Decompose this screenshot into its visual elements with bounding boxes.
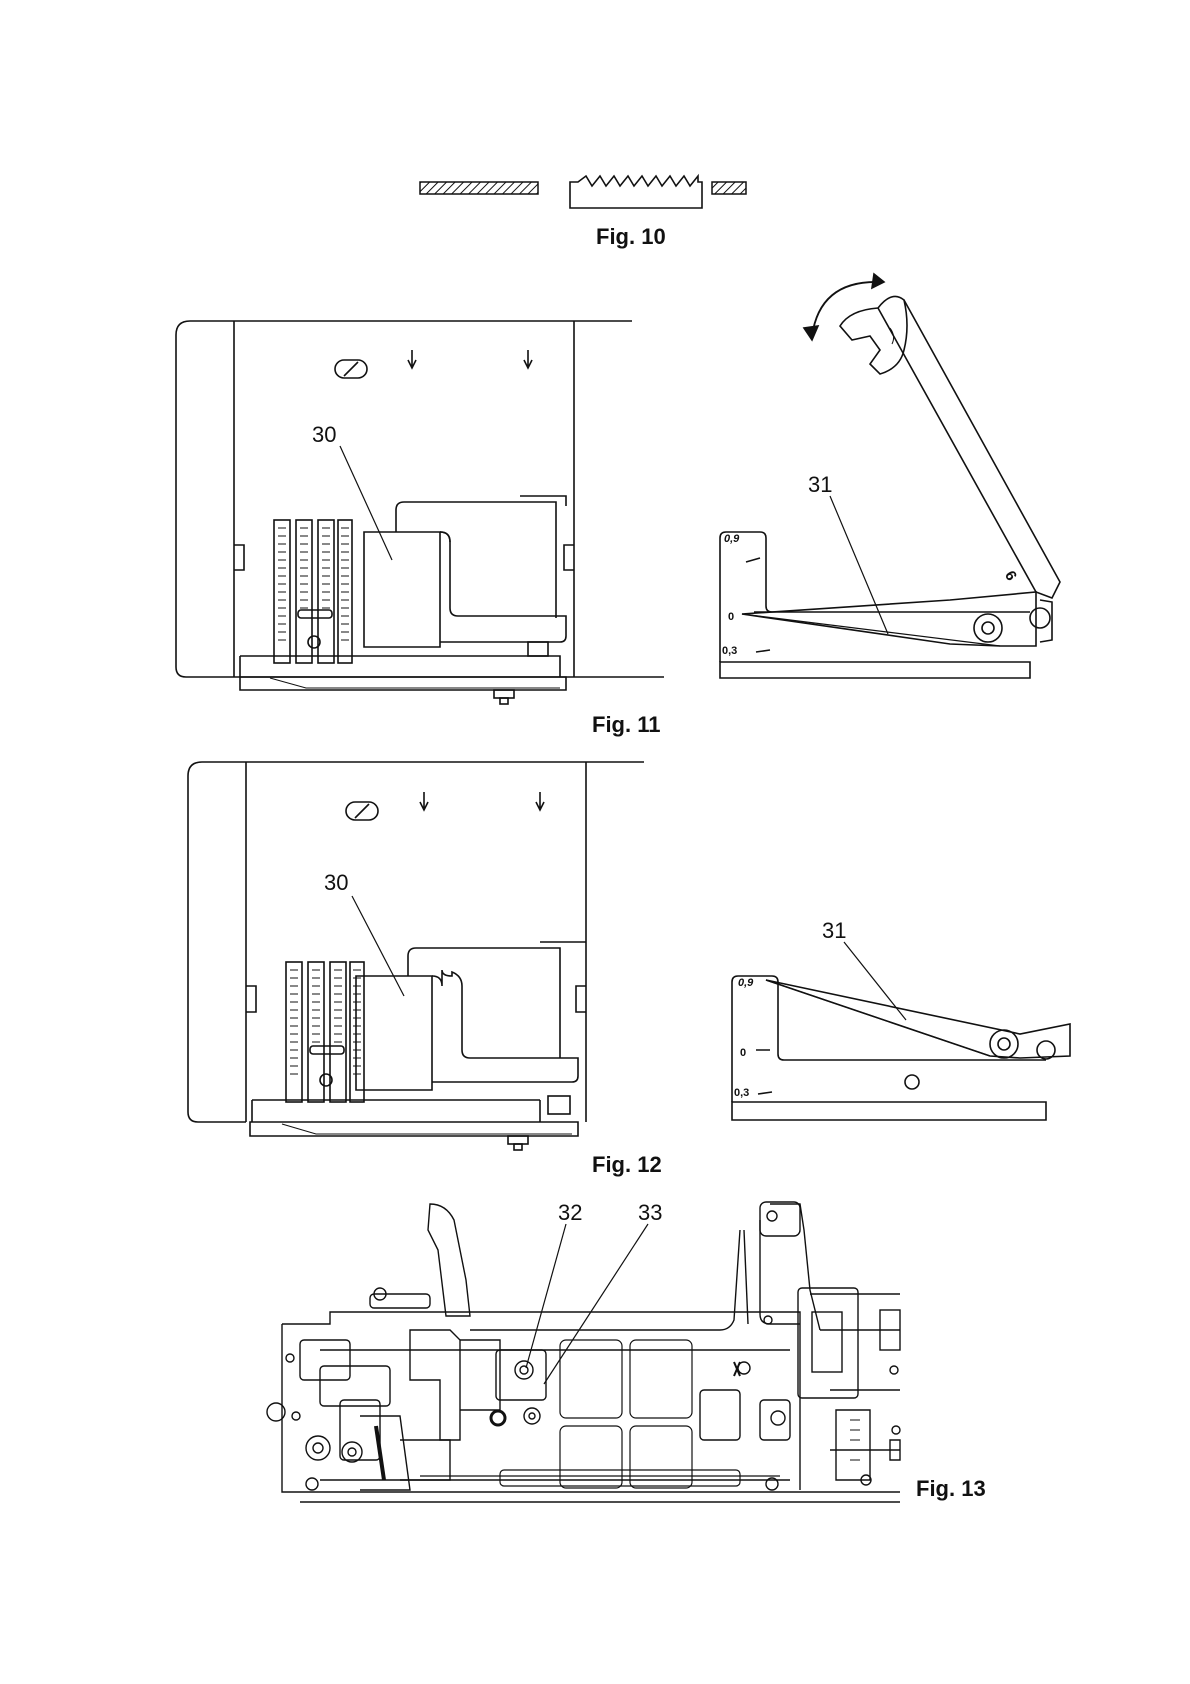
fig10-drawing: [0, 0, 1190, 260]
fig11-leader-30: [340, 446, 392, 560]
fig11-scale-09: 0,9: [724, 533, 740, 545]
fig13-caption: Fig. 13: [916, 1476, 986, 1502]
fig12-base-plate: [250, 1096, 578, 1150]
fig11-machine-housing: [176, 321, 664, 677]
fig12-leader-31: [844, 942, 906, 1020]
fig11-feed-dog-assembly: [274, 520, 352, 663]
fig12-drawing: 30 31 0,9 0 0,3: [0, 750, 1190, 1170]
fig12-caption: Fig. 12: [592, 1152, 662, 1178]
fig11-scale-0: 0: [728, 611, 734, 623]
fig11-gauge-block: [364, 502, 566, 647]
fig11-leader-31: [830, 496, 888, 634]
fig11-arrow-2: [524, 350, 532, 368]
fig10-feed-dog: [570, 176, 702, 208]
fig13-right-mechanism: [700, 1316, 790, 1490]
fig13-left-mechanism: [267, 1204, 470, 1490]
fig10-throat-plate-left: [420, 182, 538, 194]
fig11-scale-03: 0,3: [722, 645, 737, 657]
fig11-wrench: [840, 296, 1060, 598]
fig12-gauge-block: [356, 948, 578, 1090]
fig11-gauge-31: [720, 532, 1052, 678]
fig13-panels: [420, 1340, 780, 1488]
fig12-scale-03: 0,3: [734, 1087, 749, 1099]
fig13-drawing: 32 33: [0, 1190, 1190, 1520]
fig10-caption: Fig. 10: [596, 224, 666, 250]
fig12-callout-31: 31: [822, 918, 846, 943]
fig12-feed-dog-assembly: [286, 962, 364, 1102]
fig12-arrow-2: [536, 792, 544, 810]
fig11-callout-30: 30: [312, 422, 336, 447]
fig12-gauge-31: [732, 976, 1070, 1120]
fig11-caption: Fig. 11: [592, 712, 660, 738]
fig11-wrench-size: 6: [1001, 568, 1020, 584]
fig11-drawing: 30 31 0,9 0 0,3 6: [0, 270, 1190, 720]
fig12-scale-0: 0: [740, 1047, 746, 1059]
fig13-callout-33: 33: [638, 1200, 662, 1225]
fig11-base-plate: [240, 642, 566, 704]
fig13-machine-frame: [282, 1202, 900, 1502]
fig10-throat-plate-right: [712, 182, 746, 194]
fig12-arrow-1: [420, 792, 428, 810]
fig13-center-mechanism: [410, 1230, 748, 1440]
fig12-scale-09: 0,9: [738, 977, 754, 989]
fig12-callout-30: 30: [324, 870, 348, 895]
fig11-arrow-1: [408, 350, 416, 368]
fig12-leader-30: [352, 896, 404, 996]
fig12-housing-slots: [246, 986, 586, 1012]
fig11-housing-slots: [234, 545, 574, 570]
fig11-callout-31: 31: [808, 472, 832, 497]
fig13-callout-32: 32: [558, 1200, 582, 1225]
